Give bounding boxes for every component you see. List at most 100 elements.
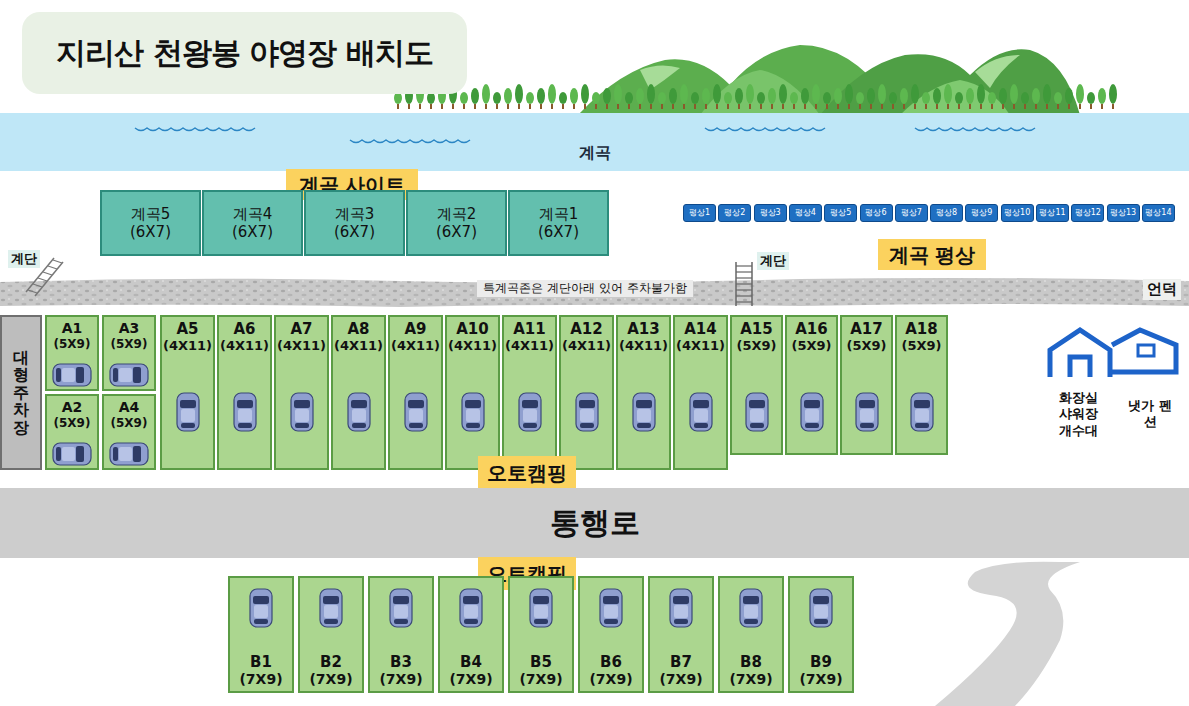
auto-camping-site: A15(5X9) [730,315,783,455]
tree-trunk [837,104,839,109]
car-roof [238,409,252,422]
tree-trunk [760,104,762,109]
car-windshield [813,596,829,604]
tree-trunk [650,104,652,109]
tree-trunk [870,104,872,109]
car-roof [394,605,408,618]
tree-trunk [518,104,520,109]
stairs [736,262,752,306]
stair-step [736,271,752,272]
site-size: (6X7) [334,223,375,241]
platform-site: 평상8 [930,204,963,222]
tree-crown [900,88,908,104]
car-rear-window [604,619,618,624]
tree-crown [724,92,732,104]
car-rear-window [113,368,118,382]
mountain [820,49,1080,115]
stair-step [736,289,752,290]
tree-trunk [1002,104,1004,109]
zone-label-box: 오토캠핑 [478,456,576,489]
tree-crown [614,84,622,104]
stair-steps [736,266,752,302]
car-rear-window [750,423,764,428]
car-roof [637,409,651,422]
car-body-group [348,393,370,431]
tree-crown [526,92,534,104]
site-size: (5X9) [111,416,148,430]
platform-site: 평상13 [1107,204,1140,222]
site-name: B4 [460,653,482,671]
car-icon [855,392,879,432]
wave [135,128,255,131]
tree-trunk [958,104,960,109]
tree-trunk [496,104,498,109]
car-roof [580,409,594,422]
car-roof [62,447,75,461]
car-rear-window [860,423,874,428]
tree-crown [779,84,787,104]
car-body-group [250,589,272,627]
car-icon [319,588,343,628]
tree-crown [856,92,864,104]
car-roof [750,409,764,422]
site-size: (4X11) [220,338,269,354]
site-size: (4X11) [277,338,326,354]
car-body [801,393,823,431]
tree-trunk [738,104,740,109]
car-windshield [522,400,538,408]
car-body-group [600,589,622,627]
car-body [576,393,598,431]
tree-trunk [584,104,586,109]
tree-crown [603,88,611,104]
car-body-group [740,589,762,627]
car-windshield [253,596,269,604]
tree-crown [592,92,600,104]
car-roof [62,368,75,382]
car-body-group [746,393,768,431]
site-size: (7X9) [379,671,422,688]
car-body [405,393,427,431]
auto-camping-site: A6(4X11) [217,315,272,470]
car-icon [599,588,623,628]
auto-camping-site: A16(5X9) [785,315,838,455]
car-icon [669,588,693,628]
tree-trunk [507,104,509,109]
car-body-group [405,393,427,431]
site-size: (4X11) [676,338,725,354]
car-body-group [390,589,412,627]
site-name: B5 [530,653,552,671]
car-roof [674,605,688,618]
car-icon [404,392,428,432]
tree-crown [977,84,985,104]
car-icon [689,392,713,432]
car-body-group [670,589,692,627]
site-name: 평상9 [971,208,992,218]
platform-site: 평상2 [718,204,751,222]
stair-step [736,283,752,284]
tree-crown [625,92,633,104]
car-body [320,589,342,627]
car-roof [523,409,537,422]
site-size: (6X7) [538,223,579,241]
site-name: 평상12 [1075,208,1101,218]
tree-trunk [628,104,630,109]
car-windshield [465,400,481,408]
car-body-group [633,393,655,431]
site-name: A17 [850,320,882,338]
car-roof [860,409,874,422]
stair-step [33,284,42,287]
tree-crown [812,84,820,104]
platform-site: 평상9 [965,204,998,222]
wave [705,128,825,131]
tree-crown [581,84,589,104]
tree-crown [1065,88,1073,104]
car-body [670,589,692,627]
site-name: 평상4 [795,208,816,218]
tree-trunk [595,104,597,109]
car-windshield [636,400,652,408]
car-windshield [133,367,141,383]
auto-camping-site: A4(5X9) [102,394,156,470]
car-body [462,393,484,431]
stair-step [736,295,752,296]
stair-step [28,290,37,293]
